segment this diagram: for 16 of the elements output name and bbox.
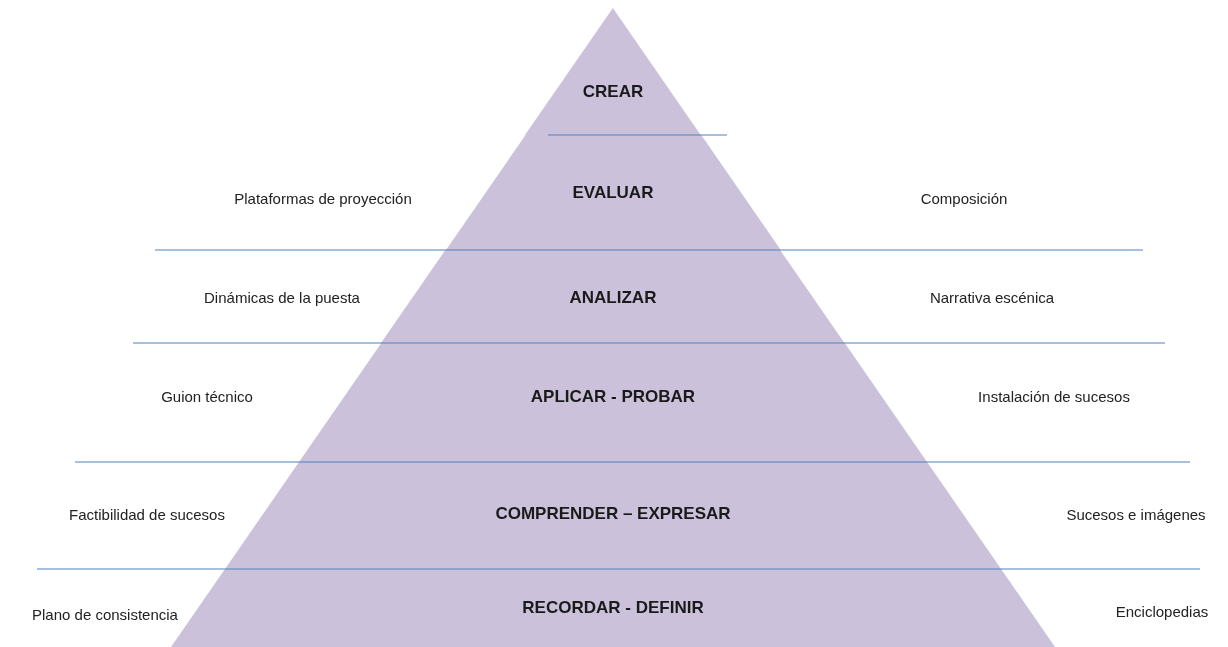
- side-label: Narrativa escénica: [929, 288, 1055, 306]
- side-label: Enciclopedias: [1115, 602, 1209, 620]
- level-title: CREAR: [582, 82, 644, 102]
- side-label: Guion técnico: [161, 387, 253, 405]
- level-title: RECORDAR - DEFINIR: [522, 598, 704, 618]
- side-label: Plano de consistencia: [32, 605, 178, 623]
- level-title: ANALIZAR: [569, 288, 657, 308]
- level-title: COMPRENDER – EXPRESAR: [495, 504, 731, 524]
- side-label: Plataformas de proyección: [234, 189, 412, 207]
- side-label: Dinámicas de la puesta: [204, 288, 360, 306]
- side-label: Composición: [920, 189, 1008, 207]
- side-label: Instalación de sucesos: [978, 387, 1130, 405]
- side-label: Sucesos e imágenes: [1066, 505, 1206, 523]
- side-label: Factibilidad de sucesos: [69, 505, 225, 523]
- level-title: EVALUAR: [572, 183, 654, 203]
- level-title: APLICAR - PROBAR: [530, 387, 696, 407]
